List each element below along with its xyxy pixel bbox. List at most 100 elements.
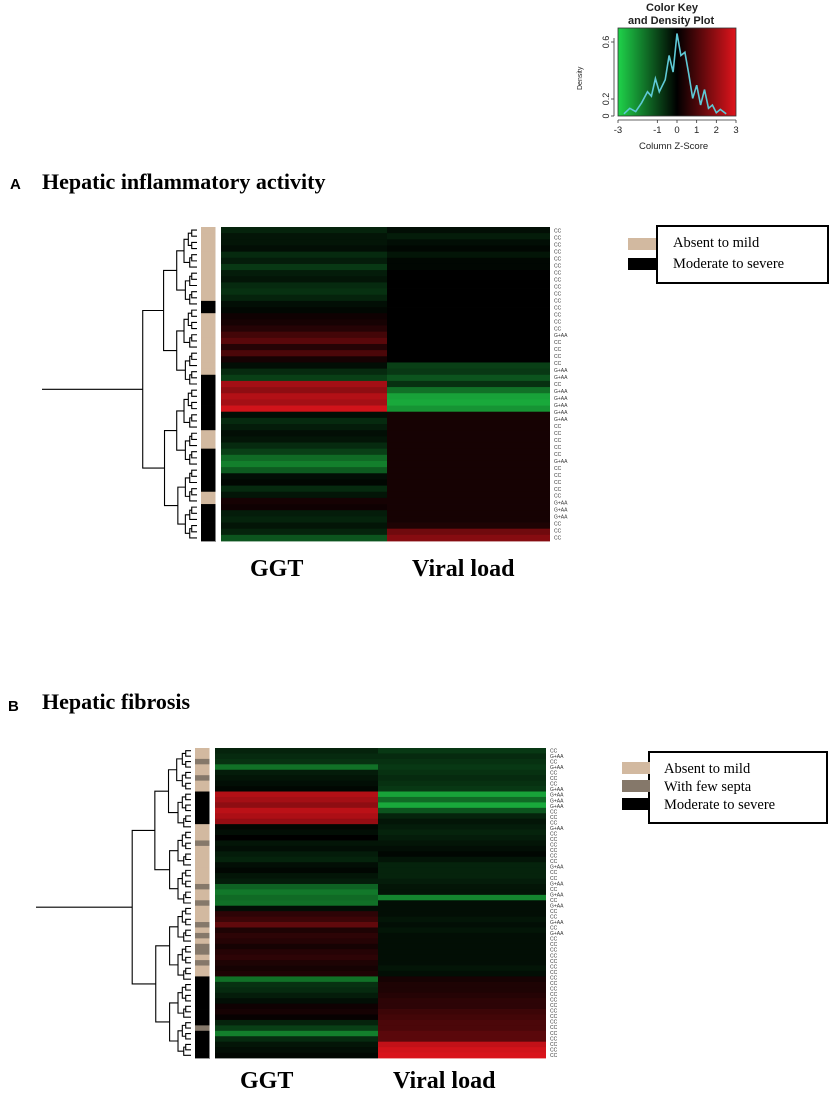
row-label: CC: [550, 876, 558, 882]
heatmap-cell-ggt: [221, 245, 387, 253]
heatmap-cell-ggt: [221, 442, 387, 450]
heatmap-cell-ggt: [221, 356, 387, 363]
group-sidebar-cell: [195, 894, 210, 901]
heatmap-cell-ggt: [215, 992, 378, 999]
dendrogram-branch: [183, 970, 191, 980]
heatmap-cell-viral-load: [387, 380, 550, 388]
heatmap-cell-viral-load: [378, 954, 546, 961]
heatmap-cell-viral-load: [387, 294, 550, 302]
heatmap-cell-ggt: [221, 294, 387, 302]
row-label: G+AA: [550, 865, 564, 871]
heatmap-cell-ggt: [221, 387, 387, 394]
dendrogram-branch: [185, 891, 191, 899]
heatmap-cell-viral-load: [387, 405, 550, 413]
heatmap-cell-viral-load: [378, 769, 546, 776]
group-sidebar-cell: [195, 856, 210, 863]
group-sidebar-cell: [201, 313, 216, 320]
heatmap-cell-viral-load: [387, 491, 550, 499]
heatmap-cell-ggt: [215, 894, 378, 901]
group-sidebar-cell: [195, 835, 210, 841]
heatmap-cell-ggt: [215, 867, 378, 874]
color-key-x-tick-label: 0: [674, 125, 679, 136]
group-sidebar-cell: [201, 239, 216, 246]
row-label: CC: [554, 431, 562, 437]
row-label: CC: [550, 760, 558, 766]
dendrogram-branch: [185, 984, 191, 991]
row-label: CC: [554, 250, 562, 256]
heatmap-cell-ggt: [221, 368, 387, 376]
group-sidebar-cell: [195, 791, 210, 798]
heatmap-cell-ggt: [221, 343, 387, 351]
heatmap-cell-ggt: [221, 522, 387, 530]
heatmap-cell-ggt: [221, 263, 387, 271]
dendrogram-branch: [185, 945, 191, 953]
group-sidebar-cell: [201, 362, 216, 370]
heatmap-cell-ggt: [221, 430, 387, 437]
heatmap-cell-ggt: [221, 288, 387, 296]
group-sidebar-cell: [201, 485, 216, 493]
dendrogram-branch: [191, 241, 197, 250]
row-label: CC: [554, 340, 562, 346]
heatmap-cell-viral-load: [378, 932, 546, 939]
group-sidebar-cell: [195, 758, 210, 765]
group-sidebar-cell: [201, 380, 216, 388]
heatmap-cell-viral-load: [378, 960, 546, 966]
row-label: CC: [554, 243, 562, 249]
row-label: CC: [550, 848, 558, 854]
group-sidebar-cell: [201, 399, 216, 406]
row-label: CC: [554, 277, 562, 283]
heatmap-cell-viral-load: [378, 965, 546, 972]
heatmap-cell-ggt: [215, 949, 378, 956]
row-label: CC: [554, 494, 562, 500]
group-sidebar-cell: [195, 851, 210, 858]
heatmap-cell-viral-load: [378, 796, 546, 803]
row-label: CC: [554, 529, 562, 535]
heatmap-cell-ggt: [215, 965, 378, 972]
row-label: G+AA: [554, 515, 568, 521]
heatmap-cell-ggt: [215, 1036, 378, 1043]
heatmap-cell-ggt: [221, 417, 387, 425]
group-sidebar-cell: [201, 534, 216, 542]
heatmap-cell-viral-load: [378, 949, 546, 956]
row-label: G+AA: [550, 881, 564, 887]
heatmap-cell-ggt: [221, 454, 387, 462]
row-label: CC: [554, 236, 562, 242]
dendrogram-branch: [189, 374, 197, 385]
panel-a-legend-label-2: Moderate to severe: [673, 256, 785, 272]
dendrogram-branch: [191, 334, 197, 342]
heatmap-cell-viral-load: [387, 497, 550, 505]
group-sidebar-cell: [195, 813, 210, 820]
group-sidebar-cell: [201, 430, 216, 437]
group-sidebar-cell: [201, 393, 216, 400]
row-label: CC: [554, 256, 562, 262]
dendrogram-branch: [183, 1008, 191, 1018]
dendrogram-branch: [191, 488, 197, 496]
heatmap-cell-viral-load: [378, 1047, 546, 1053]
dendrogram-branch: [177, 916, 184, 938]
heatmap-cell-ggt: [221, 485, 387, 493]
heatmap-cell-ggt: [215, 911, 378, 917]
dendrogram-branch: [176, 758, 183, 782]
heatmap-cell-viral-load: [387, 368, 550, 376]
heatmap-cell-viral-load: [378, 916, 546, 923]
dendrogram-branch: [183, 398, 190, 424]
row-label: G+AA: [554, 389, 568, 395]
group-sidebar-cell: [195, 960, 210, 966]
heatmap-cell-viral-load: [387, 516, 550, 523]
group-sidebar-cell: [195, 807, 210, 814]
row-label: CC: [550, 992, 558, 998]
group-sidebar-cell: [201, 307, 216, 314]
heatmap-cell-viral-load: [387, 504, 550, 511]
heatmap-cell-ggt: [221, 448, 387, 456]
heatmap-cell-ggt: [215, 840, 378, 847]
dendrogram-branch: [189, 528, 197, 539]
heatmap-cell-viral-load: [378, 970, 546, 977]
group-sidebar-cell: [195, 1036, 210, 1043]
group-sidebar-cell: [195, 829, 210, 836]
dendrogram-branch: [189, 257, 197, 268]
color-key-y-tick-label: 0.6: [601, 36, 611, 49]
row-label: CC: [550, 959, 558, 965]
color-key-x-tick-label: 3: [733, 125, 738, 136]
dendrogram-branch: [185, 750, 191, 757]
heatmap-cell-viral-load: [378, 987, 546, 994]
